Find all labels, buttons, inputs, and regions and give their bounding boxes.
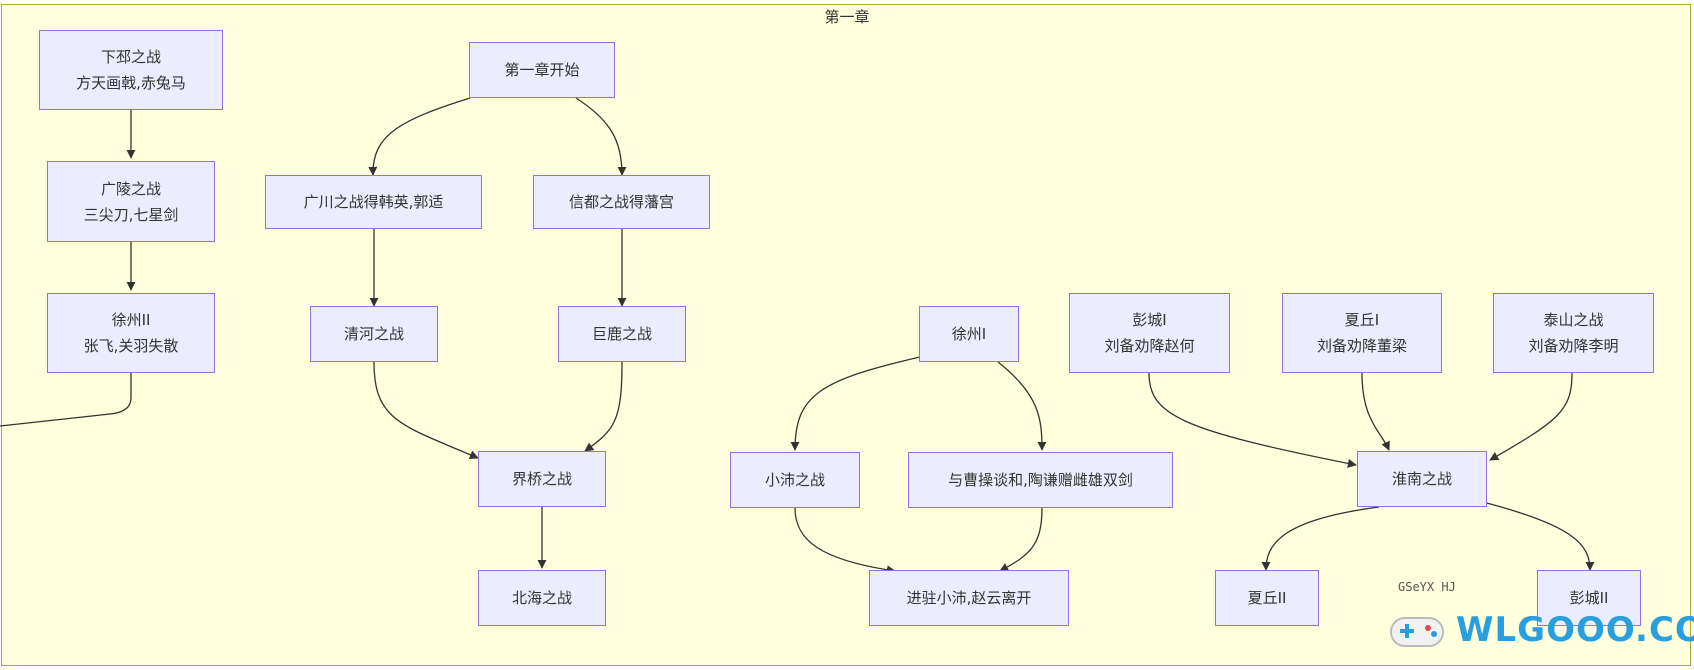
watermark-small-text: GSeYX HJ: [1398, 580, 1456, 594]
node-pengcheng1-line2: 刘备劝降赵何: [1104, 337, 1195, 355]
node-pengcheng2[interactable]: 彭城II: [1537, 570, 1641, 626]
node-guangchuan[interactable]: 广川之战得韩英,郭适: [265, 175, 482, 229]
node-caocao-line1: 与曹操谈和,陶谦赠雌雄双剑: [948, 471, 1133, 489]
edge-pengcheng1-huainan: [1148, 372, 1357, 468]
node-pengcheng2-line1: 彭城II: [1569, 589, 1609, 607]
edge-xuzhou1-xiaopei: [790, 356, 921, 451]
node-xuzhou2-line1: 徐州II: [111, 311, 151, 329]
node-caocao[interactable]: 与曹操谈和,陶谦赠雌雄双剑: [908, 452, 1173, 508]
edge-xuzhou2-offscreen: [0, 373, 132, 427]
node-julu[interactable]: 巨鹿之战: [558, 306, 686, 362]
node-xiapi-line2: 方天画戟,赤兔马: [76, 74, 186, 92]
node-huainan[interactable]: 淮南之战: [1357, 451, 1487, 507]
node-beihai-line1: 北海之战: [511, 589, 572, 607]
watermark: GSeYX HJ WLGOOO.COM: [1384, 580, 1694, 670]
node-jinzhu[interactable]: 进驻小沛,赵云离开: [869, 570, 1069, 626]
node-xiapi-line1: 下邳之战: [100, 48, 161, 66]
node-jinzhu-line1: 进驻小沛,赵云离开: [906, 589, 1032, 607]
node-xiaopei-line1: 小沛之战: [764, 471, 825, 489]
edge-taishan-huainan: [1489, 372, 1573, 461]
node-xiaqiu2[interactable]: 夏丘II: [1215, 570, 1319, 626]
node-qinghe-line1: 清河之战: [343, 325, 404, 343]
node-xiaqiu1-line2: 刘备劝降董梁: [1316, 337, 1407, 355]
edge-qinghe-jieqiao: [373, 361, 479, 459]
node-guangling[interactable]: 广陵之战 三尖刀,七星剑: [47, 161, 215, 242]
edge-xiaopei-jinzhu: [794, 507, 896, 575]
node-jieqiao[interactable]: 界桥之战: [478, 451, 606, 507]
node-start-line1: 第一章开始: [504, 61, 580, 79]
node-xiaqiu2-line1: 夏丘II: [1247, 589, 1287, 607]
node-xiaopei[interactable]: 小沛之战: [730, 452, 860, 508]
node-xiapi[interactable]: 下邳之战 方天画戟,赤兔马: [39, 30, 223, 110]
gamepad-icon: [1390, 617, 1444, 647]
node-xuzhou1-line1: 徐州I: [951, 325, 987, 343]
edge-huainan-pengcheng2: [1474, 499, 1595, 571]
node-taishan[interactable]: 泰山之战 刘备劝降李明: [1493, 293, 1654, 373]
edge-start-guangchuan: [368, 97, 471, 176]
node-xuzhou2-line2: 张飞,关羽失散: [83, 337, 179, 355]
edge-xuzhou1-caocao: [997, 361, 1047, 451]
edge-caocao-jinzhu: [999, 507, 1043, 572]
node-pengcheng1-line1: 彭城I: [1132, 311, 1167, 329]
node-qinghe[interactable]: 清河之战: [310, 306, 438, 362]
node-xindu-line1: 信都之战得藩宫: [568, 193, 674, 211]
node-jieqiao-line1: 界桥之战: [511, 470, 572, 488]
node-taishan-line1: 泰山之战: [1543, 311, 1604, 329]
node-julu-line1: 巨鹿之战: [591, 325, 652, 343]
node-xuzhou1[interactable]: 徐州I: [919, 306, 1019, 362]
node-taishan-line2: 刘备劝降李明: [1528, 337, 1619, 355]
node-guangling-line1: 广陵之战: [100, 179, 161, 198]
node-guangchuan-line1: 广川之战得韩英,郭适: [303, 193, 444, 211]
node-guangling-line2: 三尖刀,七星剑: [83, 205, 179, 224]
watermark-text: WLGOOO.COM: [1456, 610, 1694, 650]
node-pengcheng1[interactable]: 彭城I 刘备劝降赵何: [1069, 293, 1230, 373]
node-xiaqiu1-line1: 夏丘I: [1344, 311, 1380, 329]
chapter-title: 第一章: [824, 8, 870, 26]
node-xiaqiu1[interactable]: 夏丘I 刘备劝降董梁: [1282, 293, 1442, 373]
edge-xiaqiu1-huainan: [1361, 372, 1390, 451]
edge-start-xindu: [575, 97, 627, 176]
node-xuzhou2[interactable]: 徐州II 张飞,关羽失散: [47, 293, 215, 373]
node-start[interactable]: 第一章开始: [469, 42, 615, 98]
node-huainan-line1: 淮南之战: [1391, 470, 1452, 488]
node-xindu[interactable]: 信都之战得藩宫: [533, 175, 710, 229]
edge-huainan-xiaqiu2: [1261, 506, 1380, 571]
node-beihai[interactable]: 北海之战: [478, 570, 606, 626]
edge-julu-jieqiao: [584, 361, 623, 452]
